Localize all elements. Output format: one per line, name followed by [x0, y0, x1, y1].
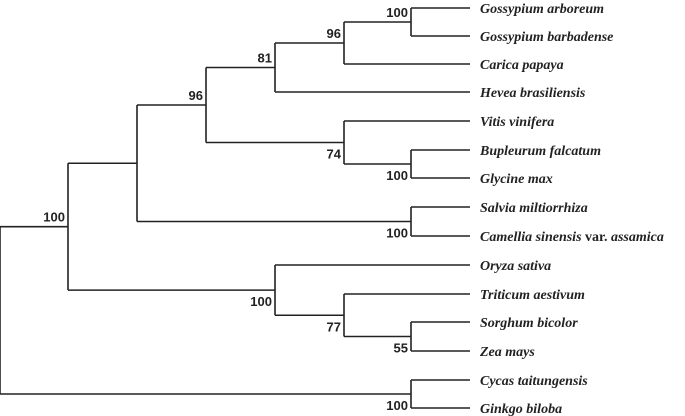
support-value-bupleurum-glycine: 100 [386, 168, 408, 183]
taxon-label-t5: Vitis vinifera [480, 115, 554, 130]
support-value-cycas-ginkgo: 100 [386, 398, 408, 413]
tree-branches [0, 7, 470, 409]
support-value-rosids: 96 [189, 88, 203, 103]
taxon-label-t1: Gossypium arboreum [480, 2, 604, 17]
support-value-gossypium: 100 [386, 5, 408, 20]
support-value-gossypium-carica: 96 [327, 26, 341, 41]
taxon-label-t10: Oryza sativa [480, 259, 551, 274]
taxon-label-t3: Carica papaya [480, 58, 564, 73]
support-value-malvids: 81 [258, 51, 272, 66]
taxon-label-t13: Zea mays [479, 345, 535, 360]
support-value-salvia-camellia: 100 [386, 226, 408, 241]
taxon-label-t6: Bupleurum falcatum [479, 144, 601, 159]
taxon-label-t4: Hevea brasiliensis [479, 86, 586, 101]
taxon-label-t8: Salvia miltiorrhiza [480, 201, 588, 216]
support-value-sorghum-zea: 55 [394, 341, 408, 356]
taxon-label-t9: Camellia sinensis var. assamica [480, 230, 664, 245]
taxon-label-t12: Sorghum bicolor [480, 316, 578, 331]
taxon-label-t7: Glycine max [480, 172, 553, 187]
support-values: 100 96 81 100 74 96 100 55 77 100 100 100 [43, 5, 408, 413]
support-value-vitis-group: 74 [327, 147, 342, 162]
taxon-label-t15: Ginkgo biloba [480, 402, 562, 416]
support-value-eudicots: 100 [43, 210, 65, 225]
taxon-label-t2: Gossypium barbadense [480, 30, 613, 45]
taxon-label-t11: Triticum aestivum [480, 288, 585, 303]
taxon-label-t14: Cycas taitungensis [480, 374, 588, 389]
support-value-triticum-group: 77 [327, 319, 341, 334]
support-value-monocots: 100 [250, 294, 272, 309]
